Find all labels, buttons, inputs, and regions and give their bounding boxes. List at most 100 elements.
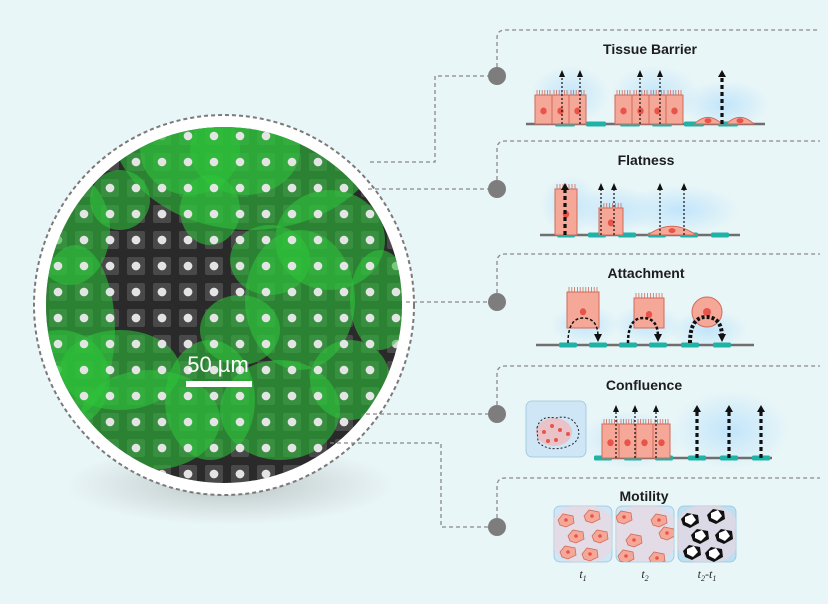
pillar	[209, 443, 219, 453]
pillar	[79, 287, 89, 297]
panel-title-flatness: Flatness	[618, 152, 675, 168]
connector-dot	[488, 405, 506, 423]
pillar	[53, 261, 63, 271]
arrow-head	[632, 405, 638, 412]
pillar	[105, 391, 115, 401]
pillar	[209, 261, 219, 271]
cell-columnar	[551, 90, 570, 125]
pillar	[183, 339, 193, 349]
signal-glow	[620, 185, 740, 235]
cell-nucleus	[558, 428, 562, 432]
arrow-head	[657, 70, 663, 77]
cluster-outline	[536, 416, 580, 450]
pillar	[313, 287, 323, 297]
pillar	[209, 131, 219, 141]
cell-flat	[724, 116, 756, 125]
pillar	[79, 235, 89, 245]
scale-bar	[186, 381, 252, 387]
pillar	[79, 365, 89, 375]
pillar	[157, 235, 167, 245]
fluorescent-patch	[200, 295, 280, 365]
cell-nucleus	[654, 107, 661, 115]
pillar	[235, 183, 245, 193]
cell-columnar	[568, 90, 587, 125]
pillar	[365, 365, 375, 375]
pillar	[235, 469, 245, 479]
pillar	[313, 209, 323, 219]
panel-frame	[496, 365, 820, 405]
pillar	[235, 365, 245, 375]
pillar	[391, 313, 401, 323]
pillar	[183, 131, 193, 141]
connector-dot	[488, 518, 506, 536]
arrow-head	[577, 70, 583, 77]
pillar	[365, 235, 375, 245]
signal-arrow	[657, 70, 663, 124]
pillar	[105, 313, 115, 323]
panel-motility-illustration	[553, 505, 737, 563]
cell-nucleus	[574, 107, 581, 115]
pillar	[287, 261, 297, 271]
panel-title-attachment: Attachment	[607, 265, 684, 281]
pillar	[53, 313, 63, 323]
pillar	[79, 261, 89, 271]
pillar	[157, 313, 167, 323]
cell-nucleus	[657, 518, 661, 522]
signal-arrow	[653, 405, 659, 458]
cell-nucleus	[624, 554, 628, 558]
pillar	[287, 443, 297, 453]
pillar	[235, 339, 245, 349]
cell-nucleus	[588, 552, 592, 556]
signal-arrow	[632, 405, 638, 458]
panel-frame	[496, 253, 820, 293]
pillar	[209, 417, 219, 427]
panel-confluence-illustration	[525, 390, 790, 470]
arrow-head	[594, 334, 602, 342]
pillar	[131, 261, 141, 271]
cell-nucleus	[607, 219, 615, 227]
cell-nucleus	[566, 432, 570, 436]
pillar	[157, 261, 167, 271]
pillar	[183, 209, 193, 219]
pillar	[313, 391, 323, 401]
cell-nucleus	[607, 439, 614, 447]
scale-bar-label: 50 µm	[187, 352, 249, 377]
cell-columnar	[618, 419, 637, 459]
pillar	[287, 235, 297, 245]
connector-dot	[488, 180, 506, 198]
electrode	[589, 342, 607, 348]
pillar	[287, 365, 297, 375]
time-label-difference: t2-t1	[698, 567, 717, 583]
arrow-head	[598, 183, 604, 190]
cell-nucleus	[564, 518, 568, 522]
pillar	[157, 417, 167, 427]
cell-nucleus	[624, 439, 631, 447]
signal-arrow	[611, 183, 617, 235]
pillar	[313, 183, 323, 193]
pillar	[131, 313, 141, 323]
signal-arrow	[725, 405, 733, 458]
pillar	[287, 339, 297, 349]
pillar	[365, 261, 375, 271]
pillar	[183, 287, 193, 297]
pillar	[365, 287, 375, 297]
pillar	[105, 183, 115, 193]
connector-dots	[488, 67, 506, 536]
pillar	[157, 157, 167, 167]
difference-light	[685, 514, 696, 525]
pillar	[339, 339, 349, 349]
cell-nucleus	[645, 311, 653, 318]
pillar	[183, 183, 193, 193]
panel-title-motility: Motility	[620, 488, 669, 504]
pillar	[131, 365, 141, 375]
arrow-head	[725, 405, 733, 412]
pillar	[209, 157, 219, 167]
pillar	[339, 365, 349, 375]
connectors	[330, 75, 497, 528]
current-path	[626, 316, 660, 344]
panel-frame	[496, 477, 820, 518]
pillar	[287, 287, 297, 297]
panel-title-tissue-barrier: Tissue Barrier	[603, 41, 697, 57]
signal-arrow	[613, 405, 619, 458]
cell-nucleus	[620, 107, 627, 115]
